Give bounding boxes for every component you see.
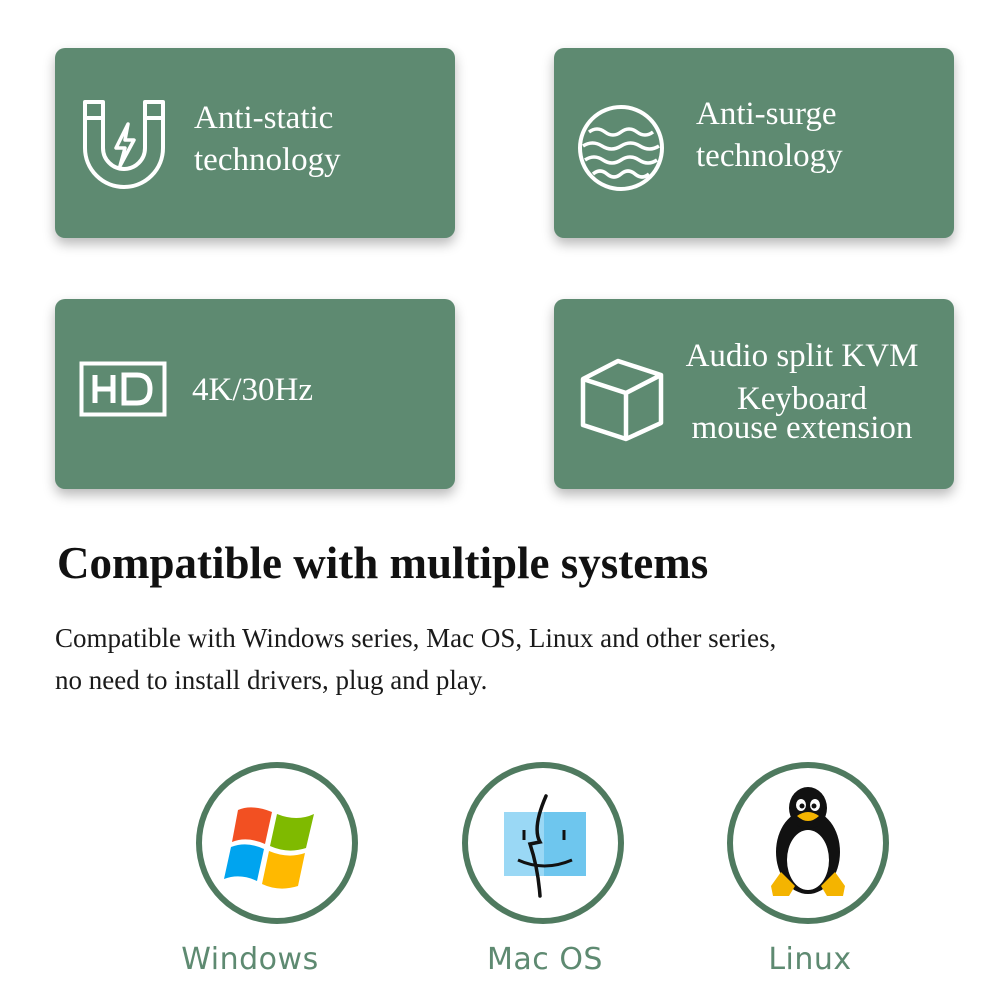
linux-circle — [727, 762, 889, 924]
mac-os-label: Mac OS — [487, 942, 603, 977]
compat-heading: Compatible with multiple systems — [57, 538, 709, 588]
mac-os-circle — [462, 762, 624, 924]
feature-subtitle: technology — [194, 142, 341, 178]
windows-label: Windows — [181, 942, 319, 977]
waves-icon — [578, 105, 664, 191]
magnet-icon — [83, 100, 165, 189]
linux-penguin-icon — [771, 787, 845, 896]
windows-circle — [196, 762, 358, 924]
linux-label: Linux — [768, 942, 852, 977]
feature-title: 4K/30Hz — [192, 372, 313, 408]
cube-icon — [580, 358, 664, 442]
feature-card-kvm: Audio split KVM Keyboard mouse extension — [554, 299, 954, 489]
compat-desc-line1: Compatible with Windows series, Mac OS, … — [55, 623, 777, 653]
feature-subtitle: Keyboard — [736, 381, 868, 417]
feature-title: Anti-static — [194, 100, 334, 136]
feature-subtitle-2: mouse extension — [691, 410, 913, 446]
feature-title: Anti-surge — [696, 96, 837, 132]
mac-finder-icon — [504, 794, 586, 898]
feature-title: Audio split KVM — [685, 338, 919, 374]
feature-card-anti-static: Anti-static technology — [55, 48, 455, 238]
hd-icon — [79, 361, 167, 417]
compat-desc-line2: no need to install drivers, plug and pla… — [55, 665, 488, 695]
windows-logo-icon — [224, 807, 314, 889]
feature-card-anti-surge: Anti-surge technology — [554, 48, 954, 238]
feature-subtitle: technology — [696, 138, 843, 174]
compat-description: Compatible with Windows series, Mac OS, … — [55, 617, 955, 701]
feature-card-4k: 4K/30Hz — [55, 299, 455, 489]
